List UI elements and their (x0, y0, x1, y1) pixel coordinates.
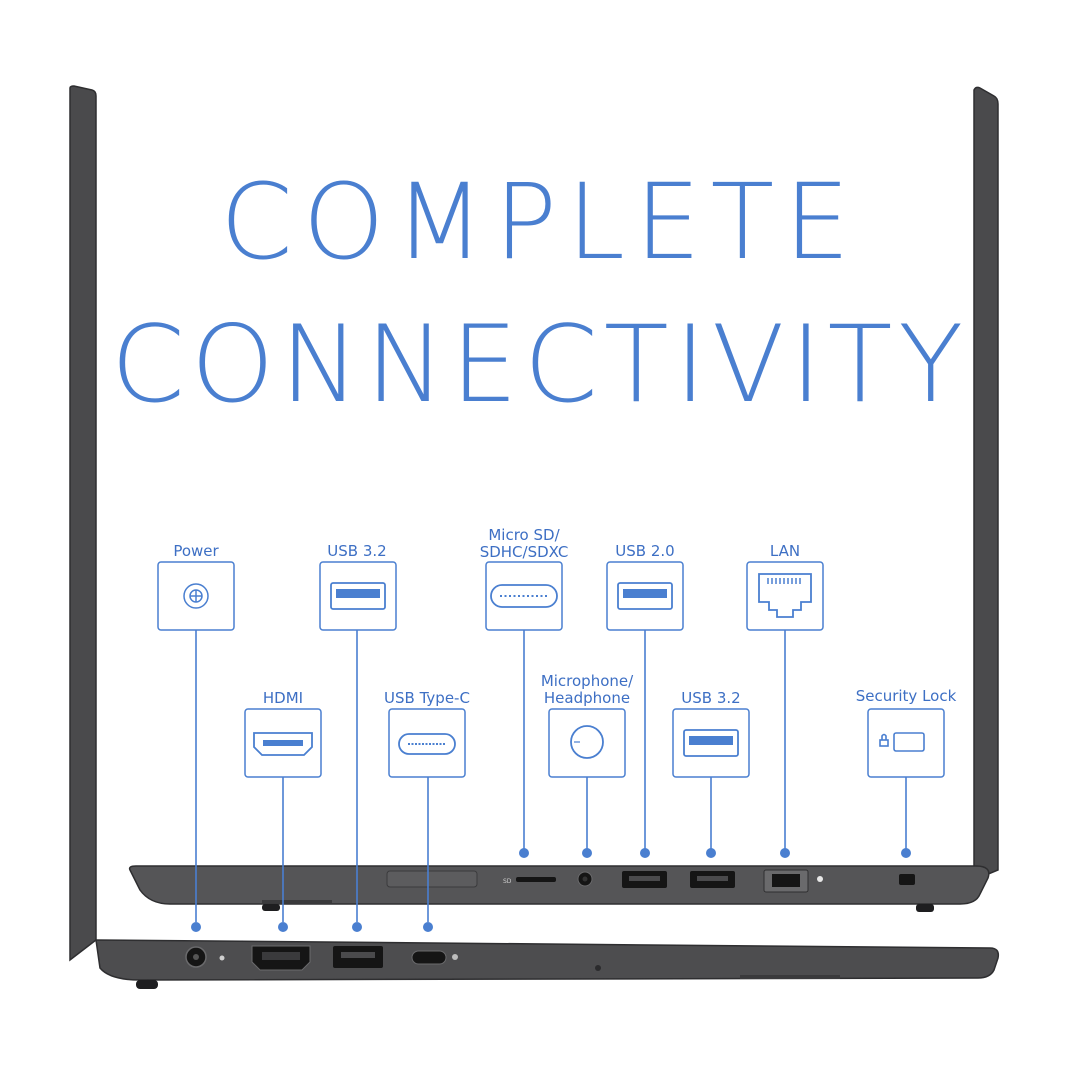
headline-line-1: COMPLETE (220, 161, 860, 283)
port-label-hdmi: HDMI (262, 689, 304, 707)
svg-text:SD: SD (503, 878, 512, 885)
port-label-usb32-left: USB 3.2 (327, 542, 387, 560)
callout-box-audio (548, 708, 626, 778)
usb-a-port-icon (330, 582, 386, 610)
port-label-lock: Security Lock (855, 687, 957, 705)
laptop-left-lid (69, 85, 97, 962)
port-label-usb32-right: USB 3.2 (681, 689, 741, 707)
usbc-hardware (411, 950, 447, 965)
port-label-audio: Microphone/ Headphone (540, 672, 634, 707)
left-base-vent (740, 975, 840, 979)
lock-slot-hardware (899, 874, 915, 885)
usb-a-port-icon (683, 729, 739, 757)
left-base-foot-left (136, 980, 158, 989)
right-base-foot-left (262, 904, 280, 911)
right-base-vent (262, 900, 332, 903)
right-base-foot-right (916, 904, 934, 912)
port-label-usbc: USB Type-C (384, 689, 470, 707)
hdmi-port-icon (253, 732, 313, 756)
headline-line-2: CONNECTIVITY (110, 303, 970, 426)
ethernet-port-icon (758, 573, 812, 618)
port-label-lan: LAN (769, 542, 801, 560)
right-base-panel (386, 870, 478, 888)
power-jack-icon (183, 583, 209, 609)
security-lock-icon (879, 732, 925, 752)
port-label-microsd: Micro SD/ SDHC/SDXC (479, 526, 569, 561)
callout-box-lock (867, 708, 945, 778)
status-led (817, 876, 823, 882)
usb-a-port-icon (617, 582, 673, 610)
callout-box-lan (746, 561, 824, 631)
audio-jack-icon (570, 725, 604, 759)
port-label-power: Power (173, 542, 219, 560)
port-label-usb20: USB 2.0 (615, 542, 675, 560)
sd-slot-hardware (516, 877, 556, 882)
usb-c-port-icon (398, 733, 456, 755)
laptop-right-lid (973, 86, 999, 882)
laptop-left-base (95, 939, 1000, 981)
sd-card-slot-icon (490, 584, 558, 608)
